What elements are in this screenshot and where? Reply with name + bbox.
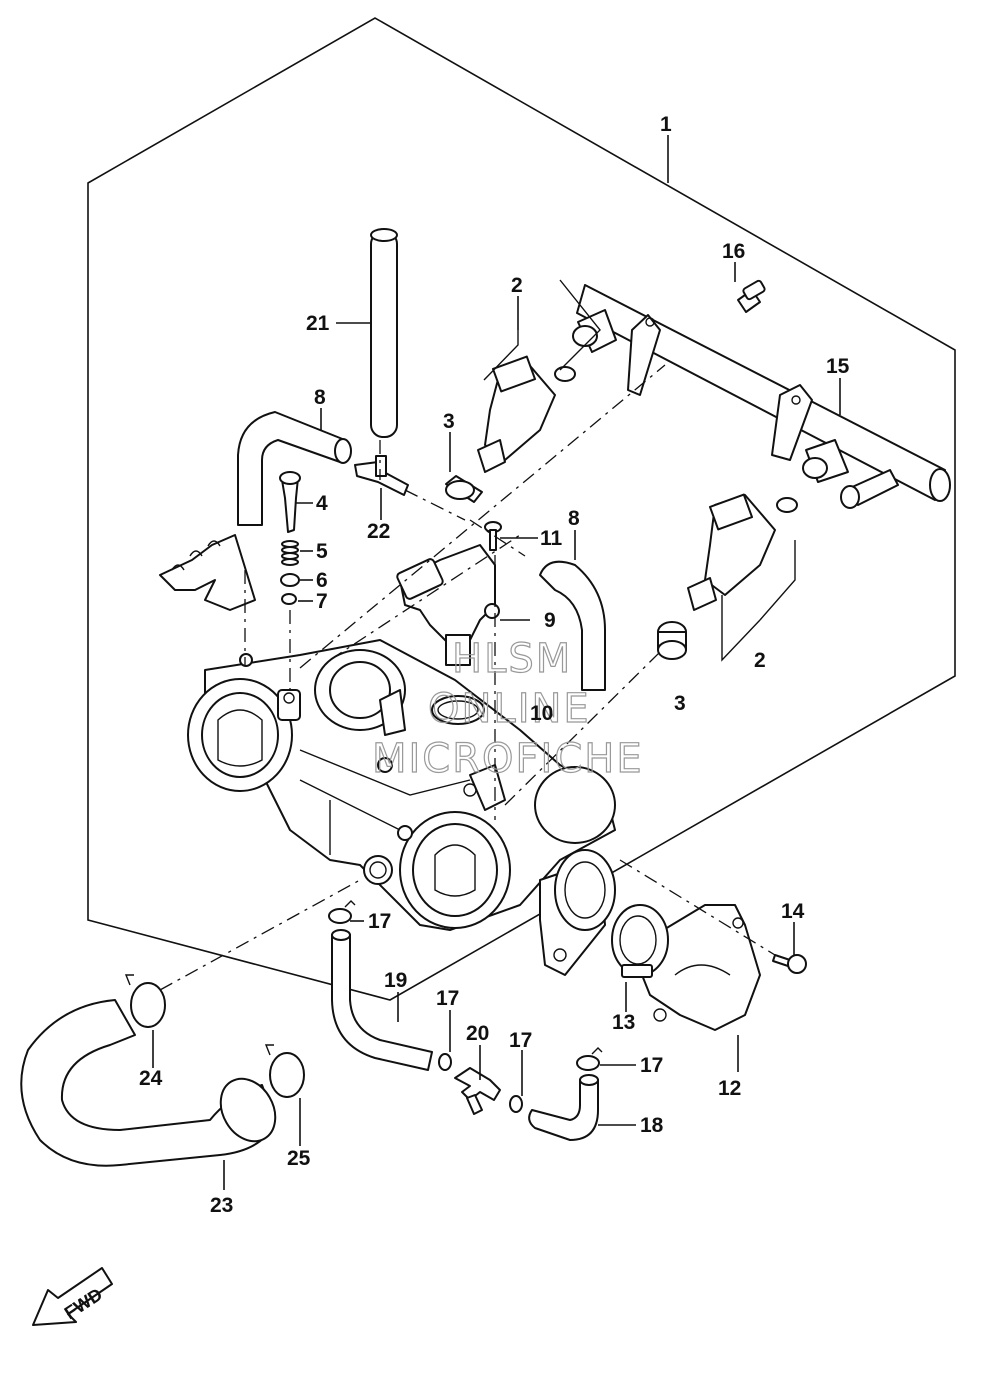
callout-1: 1 [660,113,672,136]
clamp-17c [509,1095,523,1113]
forward-arrow-icon: FWD [32,1267,113,1326]
callout-3: 3 [674,692,686,715]
hose-23 [20,999,276,1167]
watermark-line-2: ONLINE [428,686,591,732]
callout-23: 23 [210,1194,233,1217]
screw-11 [484,521,502,551]
clamp-17d [576,1047,603,1071]
callout-10: 10 [530,702,553,725]
callout-22: 22 [367,520,390,543]
callout-15: 15 [826,355,850,378]
callout-25: 25 [287,1147,311,1170]
bracket-left [159,534,256,611]
throttle-body [187,639,616,976]
callout-8: 8 [568,507,580,530]
callout-7: 7 [316,590,328,613]
callout-8: 8 [314,386,326,409]
callout-3: 3 [443,410,455,433]
idle-speed-sensor-12 [639,904,761,1031]
hose-21 [370,228,398,438]
clamp-17b [438,1053,452,1071]
clamp-24 [124,974,166,1028]
throttle-sensor-9 [396,544,500,666]
callout-2: 2 [511,274,523,297]
hose-19 [331,934,433,1071]
watermark-line-3: MICROFICHE [372,736,644,782]
callout-13: 13 [612,1011,635,1034]
callout-17: 17 [640,1054,663,1077]
washer-6 [280,573,300,587]
joint-20 [454,1067,501,1115]
callout-14: 14 [781,900,805,923]
spring-5 [281,540,299,566]
watermark-line-1: HLSM [452,636,572,682]
callout-6: 6 [316,569,328,592]
callout-19: 19 [384,969,407,992]
callout-16: 16 [722,240,745,263]
clamp-25 [264,1044,305,1098]
callout-2: 2 [754,649,766,672]
hose-18 [528,1079,599,1141]
callout-17: 17 [436,987,459,1010]
callout-24: 24 [139,1067,163,1090]
injector-upper [477,355,576,473]
o-ring-7 [281,593,297,605]
seal-3-lower [657,621,687,660]
callout-11: 11 [540,527,563,550]
screw-16 [737,279,766,313]
callout-5: 5 [316,540,328,563]
callout-17: 17 [368,910,391,933]
callout-9: 9 [544,609,556,632]
callout-20: 20 [466,1022,489,1045]
callout-4: 4 [316,492,328,515]
hose-8-right [539,560,606,691]
callout-18: 18 [640,1114,664,1137]
injector-lower [687,493,798,611]
assembly-boundary [87,17,956,1001]
screw-14 [772,954,807,974]
callout-12: 12 [718,1077,741,1100]
seal-3-upper [445,475,483,503]
fuel-rail [572,284,951,509]
callout-21: 21 [306,312,330,335]
seal-13 [611,904,669,978]
screw-4 [279,471,301,533]
callout-17: 17 [509,1029,532,1052]
clamp-17a [328,900,356,924]
